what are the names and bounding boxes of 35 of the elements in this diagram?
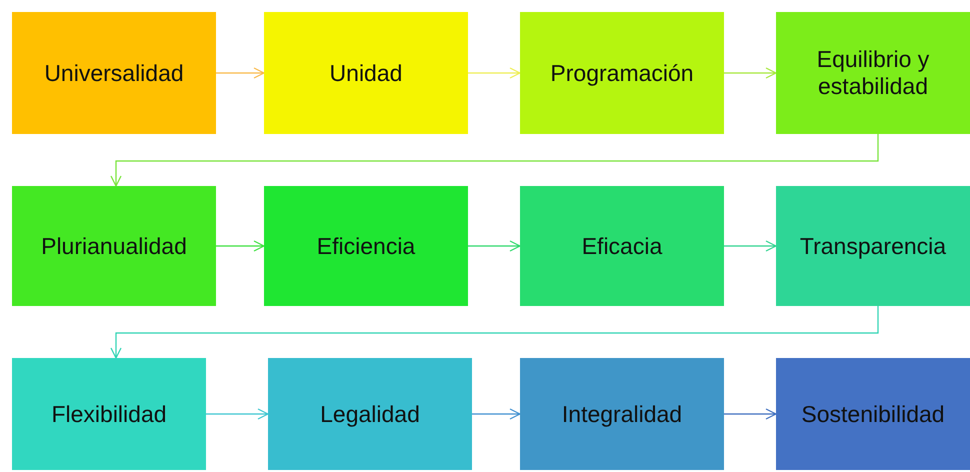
box-label: Sostenibilidad <box>801 400 945 428</box>
arrow <box>110 134 879 187</box>
process-box <box>12 358 206 470</box>
box-label: Integralidad <box>562 400 682 428</box>
arrow <box>216 240 265 252</box>
box-label: Universalidad <box>44 60 184 86</box>
process-box <box>776 12 970 134</box>
arrow <box>468 67 521 79</box>
arrow <box>724 67 777 79</box>
box-label: Unidad <box>330 60 402 86</box>
box-label: Eficacia <box>582 232 662 260</box>
box-label: Legalidad <box>320 400 420 428</box>
arrow <box>206 408 269 420</box>
box-label: Flexibilidad <box>51 400 167 428</box>
box-label: Plurianualidad <box>41 232 187 260</box>
arrow <box>110 306 879 359</box>
box-label: Eficiencia <box>316 232 416 260</box>
arrow <box>216 67 265 79</box>
process-box <box>776 358 970 470</box>
process-box <box>520 358 724 470</box>
process-box <box>264 12 468 134</box>
process-box <box>268 358 472 470</box>
process-box <box>264 186 468 306</box>
process-box <box>776 186 970 306</box>
process-box <box>12 12 216 134</box>
arrow <box>468 240 521 252</box>
box-label: Transparencia <box>800 232 946 260</box>
process-box <box>520 186 724 306</box>
box-label: Programación <box>550 60 694 86</box>
arrow <box>724 240 777 252</box>
process-box <box>520 12 724 134</box>
process-box <box>12 186 216 306</box>
arrow <box>724 408 777 420</box>
box-label: Equilibrio y estabilidad <box>816 46 930 100</box>
arrow <box>472 408 521 420</box>
